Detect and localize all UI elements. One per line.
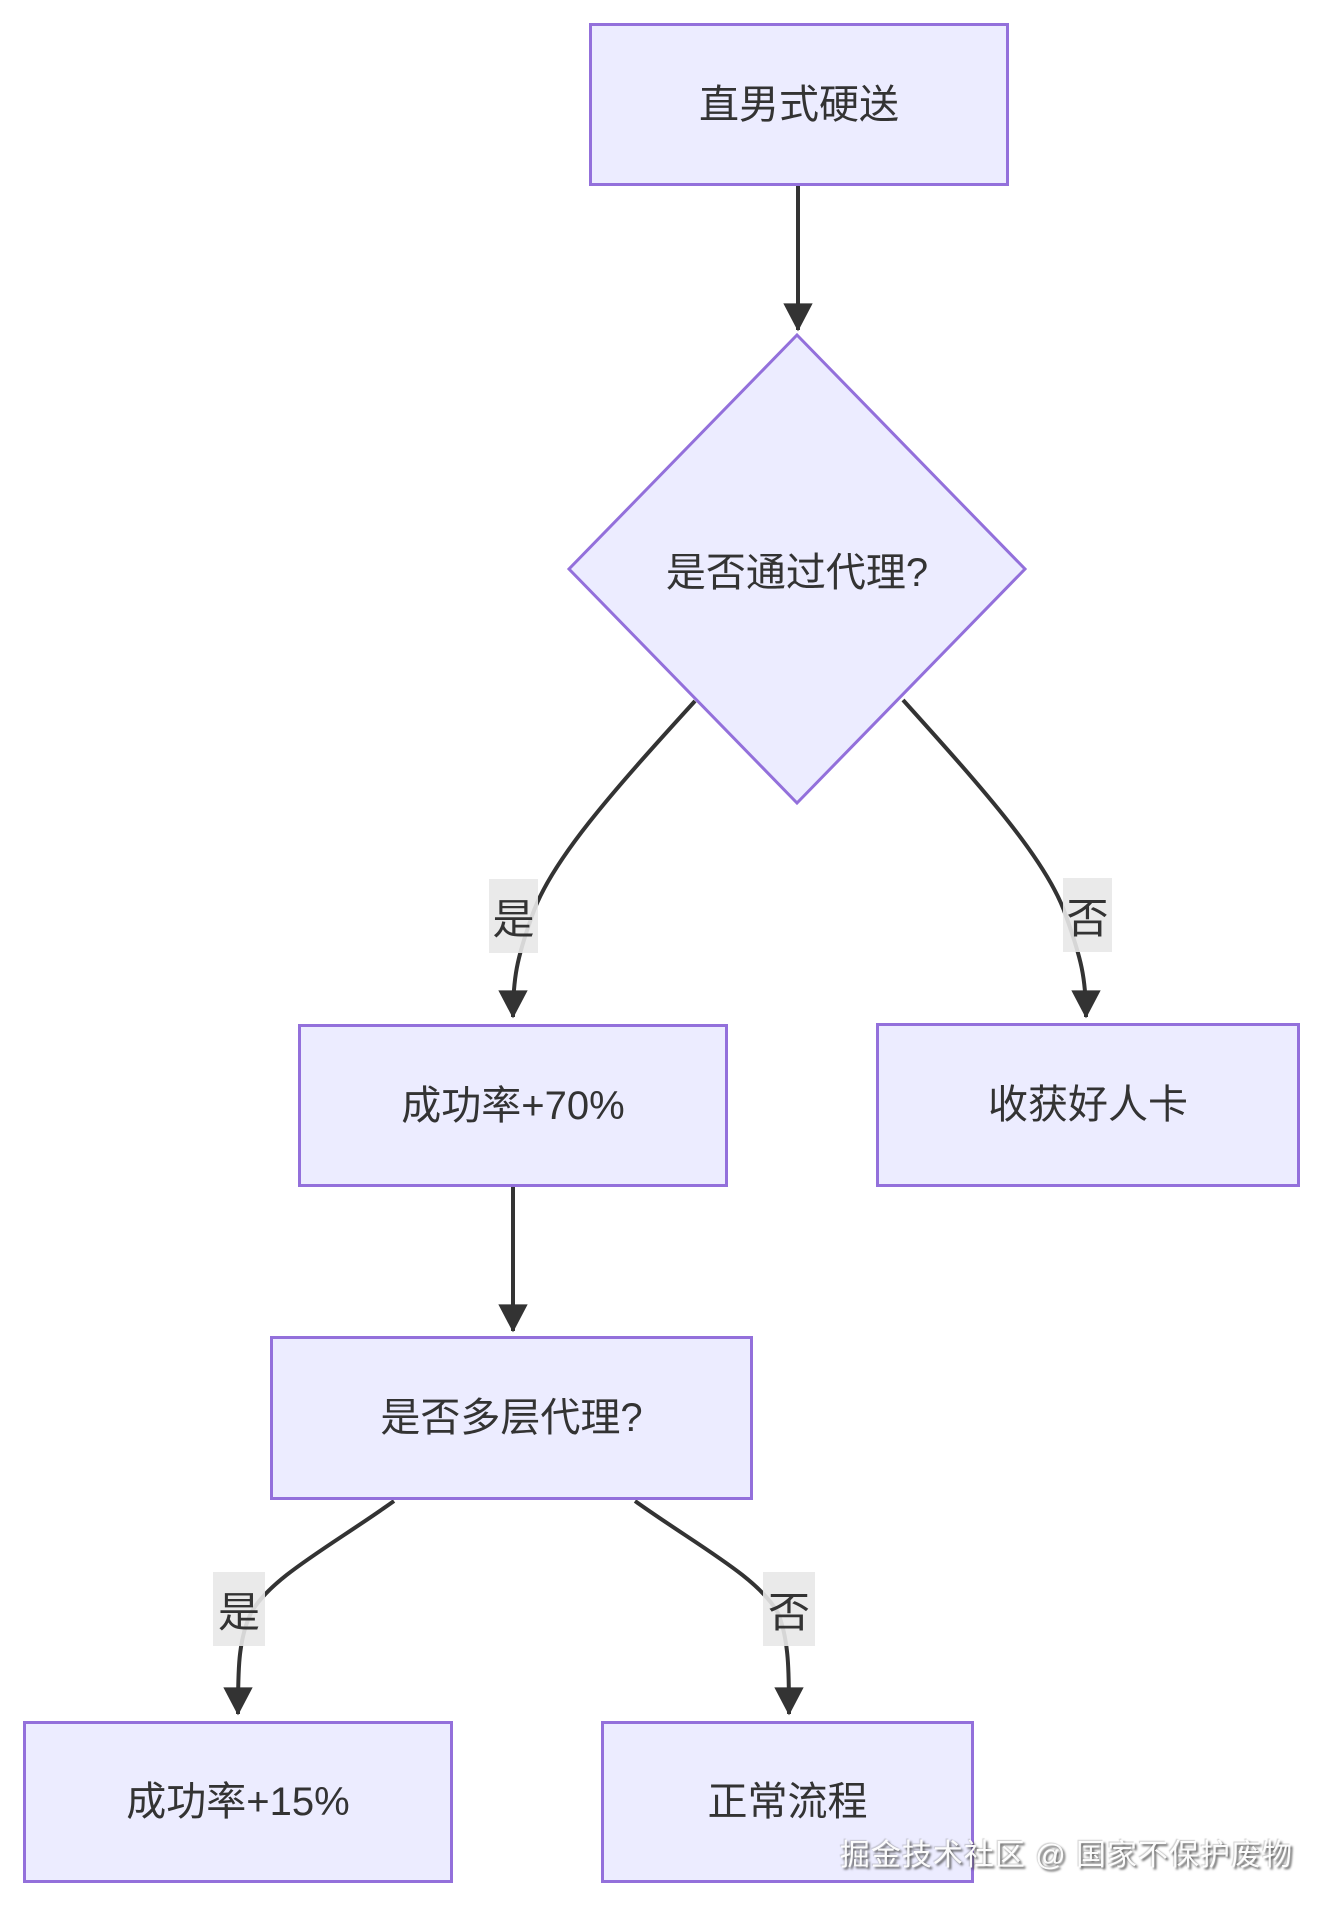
node-success-rate-15-label: 成功率+15% [126,1780,350,1824]
watermark: 掘金技术社区 @ 国家不保护废物 [839,1839,1293,1872]
edge-decision-no-to-card [901,698,1101,1019]
node-success-rate-15: 成功率+15% [23,1721,453,1883]
edge-label-proxy-yes-text: 是 [492,895,535,943]
edge-label-proxy-no-text: 否 [1066,894,1109,942]
node-good-person-card-label: 收获好人卡 [988,1083,1188,1127]
edge-label-multi-no: 否 [763,1572,815,1646]
edge-label-multi-yes: 是 [213,1572,265,1646]
node-multilayer-proxy: 是否多层代理? [270,1336,753,1500]
node-success-rate-70-label: 成功率+70% [401,1083,625,1128]
node-normal-flow: 正常流程 [601,1721,974,1883]
edge-label-proxy-yes: 是 [489,879,538,953]
edge-label-proxy-no: 否 [1063,878,1112,952]
decision-proxy-label: 是否通过代理? [665,551,929,595]
node-start: 直男式硬送 [589,23,1009,186]
edge-decision-yes-to-rate70 [498,699,697,1019]
node-success-rate-70: 成功率+70% [298,1024,728,1187]
node-normal-flow-label: 正常流程 [707,1780,868,1824]
node-start-label: 直男式硬送 [699,82,899,127]
decision-proxy: 是否通过代理? [557,545,1037,595]
edge-label-multi-yes-text: 是 [217,1588,260,1636]
edge-label-multi-no-text: 否 [767,1588,810,1636]
decision-diamond-shape [566,332,1028,806]
node-multilayer-proxy-label: 是否多层代理? [380,1396,643,1440]
node-good-person-card: 收获好人卡 [876,1023,1300,1187]
